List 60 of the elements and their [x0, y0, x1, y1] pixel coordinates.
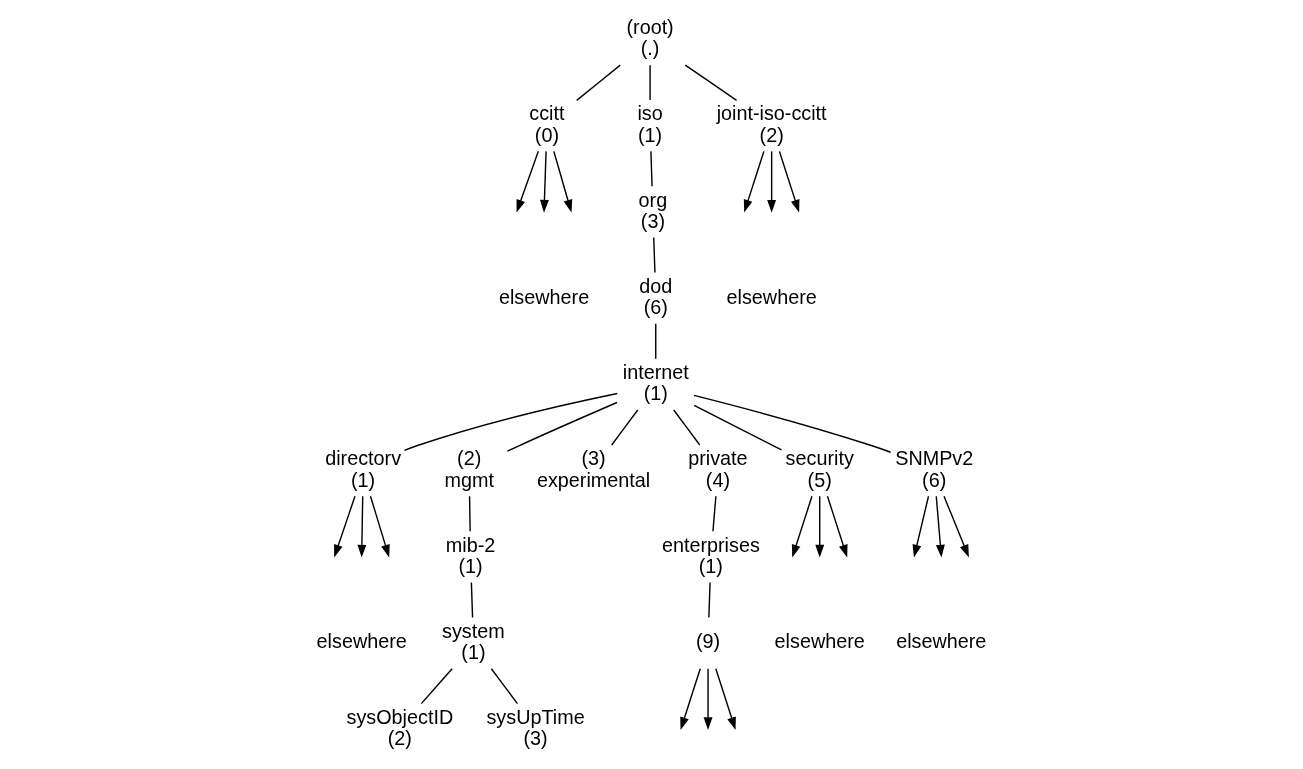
arrow [791, 495, 813, 558]
node-text: sysUpTime (3) [486, 706, 585, 750]
arrow [778, 150, 800, 213]
node-text: iso (1) [637, 102, 663, 146]
label: elsewhere [774, 630, 865, 653]
node-text: (root) (.) [626, 16, 674, 60]
node-text: SNMPv2 (6) [895, 447, 974, 491]
connector [693, 394, 892, 453]
arrow [826, 495, 848, 558]
arrow [715, 668, 736, 730]
connector [575, 64, 621, 102]
node-text: sysObjectID (2) [346, 706, 454, 750]
connector [506, 401, 618, 452]
arrow [943, 495, 969, 558]
arrow [815, 495, 825, 558]
connector [708, 581, 711, 619]
node-text: joint-iso-ccitt (2) [716, 102, 827, 146]
connector [650, 150, 653, 187]
arrow [553, 150, 573, 213]
connector [673, 409, 701, 446]
node-text: dod (6) [639, 274, 673, 319]
connector [490, 668, 519, 705]
node-text: (9) [695, 630, 721, 653]
label: elsewhere [316, 630, 407, 653]
connector [653, 236, 656, 274]
connector [468, 495, 471, 532]
node-text: ccitt (0) [529, 102, 565, 146]
arrow [680, 668, 701, 730]
node-text: enterprises (1) [661, 533, 760, 577]
node-text: mib-2 (1) [445, 533, 496, 577]
connector [611, 409, 639, 446]
label: elsewhere [726, 285, 817, 308]
arrow [703, 668, 713, 731]
connector [470, 581, 474, 619]
node-text: private (4) [688, 447, 748, 491]
node-text: (3) experimental [536, 447, 651, 491]
node-text: system (1) [442, 619, 505, 664]
label: elsewhere [498, 285, 590, 308]
arrow [767, 150, 777, 213]
node-text: internet (1) [622, 361, 689, 405]
connector [649, 64, 651, 101]
node-text: security (5) [785, 447, 854, 491]
arrow [935, 495, 945, 558]
arrow [516, 150, 539, 213]
connector [420, 668, 453, 705]
connector [403, 392, 619, 452]
connector [693, 404, 783, 451]
arrow [357, 495, 367, 558]
arrow [743, 150, 765, 213]
connector [684, 64, 738, 102]
connector [655, 323, 657, 360]
node-text: org (3) [638, 188, 668, 232]
arrow [369, 495, 390, 558]
node-text: (2) mgmt [444, 447, 494, 491]
arrow [912, 495, 930, 558]
connector [712, 495, 717, 532]
arrow [334, 495, 356, 558]
node-text: directorv (1) [325, 447, 402, 491]
label: elsewhere [896, 630, 987, 653]
arrow [539, 150, 549, 213]
